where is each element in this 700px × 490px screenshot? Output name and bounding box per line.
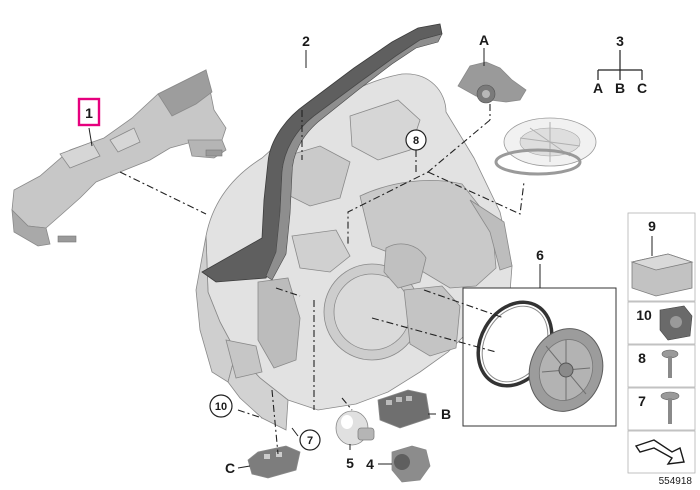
diagram-number: 554918 — [659, 476, 693, 487]
label-part-2[interactable]: 2 — [302, 33, 310, 49]
highlight-box-part-1 — [77, 97, 101, 127]
label-leaders — [88, 48, 653, 469]
side-panel — [627, 212, 696, 474]
part-a-bracket — [457, 61, 527, 104]
seal-strip-part-2 — [201, 23, 443, 283]
bulb-part-5 — [335, 410, 375, 446]
label-part-c[interactable]: C — [225, 460, 235, 476]
label-part-6[interactable]: 6 — [536, 247, 544, 263]
cover-cap-top — [494, 117, 597, 176]
label-part-5[interactable]: 5 — [346, 455, 354, 471]
circled-label-10[interactable]: 10 — [209, 394, 233, 418]
leader-lines — [119, 104, 525, 455]
label-part-7-side[interactable]: 7 — [638, 393, 646, 409]
label-part-b[interactable]: B — [441, 406, 451, 422]
label-part-10-circle: 10 — [215, 401, 227, 413]
part-b-bracket — [377, 389, 431, 429]
label-part-a[interactable]: A — [479, 32, 489, 48]
label-part-9[interactable]: 9 — [648, 218, 656, 234]
bulb-socket-part-4 — [391, 445, 431, 483]
label-part-8: 8 — [413, 135, 419, 147]
circled-label-8[interactable]: 8 — [405, 129, 427, 151]
label-part-10[interactable]: 10 — [636, 307, 652, 323]
bracket-part-1 — [11, 69, 227, 247]
label-part-3[interactable]: 3 — [616, 33, 624, 49]
circled-label-7[interactable]: 7 — [299, 429, 321, 451]
label-tree-a[interactable]: A — [593, 80, 603, 96]
label-part-4[interactable]: 4 — [366, 456, 374, 472]
label-tree-b[interactable]: B — [615, 80, 625, 96]
label-tree-c[interactable]: C — [637, 80, 647, 96]
label-part-1[interactable]: 1 — [85, 105, 93, 121]
label-part-8-side[interactable]: 8 — [638, 350, 646, 366]
part-c-bracket — [247, 445, 301, 479]
label-part-7: 7 — [307, 435, 313, 447]
part-6-detail-box — [462, 287, 617, 427]
page-arrow-icon — [634, 439, 685, 465]
